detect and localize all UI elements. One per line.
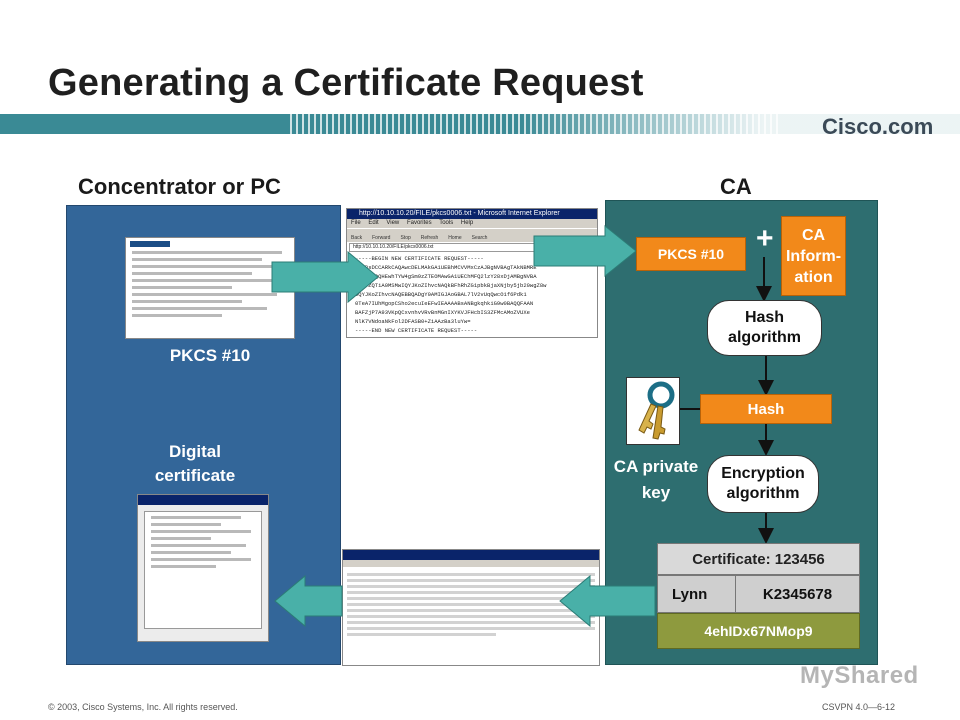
request-line: -----BEGIN NEW CERTIFICATE REQUEST-----: [355, 255, 484, 262]
request-line: DQYJKoZIhvcNAQEBBQADgY0AMIGJAoGBAL7lV2vU…: [355, 291, 527, 298]
copyright-footer: © 2003, Cisco Systems, Inc. All rights r…: [48, 702, 238, 712]
cert-text-line: [347, 585, 595, 588]
cert-line: [151, 516, 241, 519]
cert-text-line: [347, 603, 595, 606]
back-button[interactable]: Back: [351, 235, 363, 241]
certificate-signature: 4ehIDx67NMop9: [657, 613, 860, 649]
menu-favorites[interactable]: Favorites: [406, 220, 432, 226]
cert-line: [151, 558, 251, 561]
menu-tools[interactable]: Tools: [439, 220, 454, 226]
browser-menubar: File Edit View Favorites Tools Help: [347, 219, 597, 228]
search-button[interactable]: Search: [471, 235, 488, 241]
title-bar-fade: [520, 114, 960, 134]
request-line: NlK7VNdoaNkFol2DFASB0+ZiAAzBa3luYw=: [355, 318, 471, 325]
form-line: [132, 307, 267, 310]
menu-help[interactable]: Help: [460, 220, 474, 226]
digital-certificate-label: Digital certificate: [154, 442, 236, 485]
slide-title: Generating a Certificate Request: [48, 62, 644, 104]
menu-edit[interactable]: Edit: [368, 220, 379, 226]
cert-line: [151, 530, 251, 533]
digital-certificate-screenshot: [137, 494, 269, 642]
notepad-menubar: [343, 560, 599, 567]
form-line: [132, 286, 232, 289]
cert-line: [151, 544, 246, 547]
certificate-fields: Lynn K2345678: [657, 575, 860, 613]
plus-sign: +: [756, 222, 774, 255]
request-line: 0TeA7IUhMgopCSho2ecuIeEFwIEAAAABsANBgkqh…: [355, 300, 534, 307]
arrow-notepad-to-pc: [274, 574, 343, 628]
cert-text-line: [347, 627, 595, 630]
watermark: MyShared: [800, 662, 919, 689]
form-line: [132, 258, 262, 261]
certificate-key: K2345678: [762, 585, 833, 603]
course-code-footer: CSVPN 4.0—6-12: [822, 702, 896, 712]
cert-line: [151, 523, 221, 526]
key-icon: [626, 377, 680, 445]
certificate-header: Certificate: 123456: [657, 543, 860, 575]
browser-window: http://10.10.10.20/FILE/pkcs0006.txt - M…: [346, 208, 598, 338]
stop-button[interactable]: Stop: [400, 235, 411, 241]
ca-pkcs-box: PKCS #10: [636, 237, 746, 271]
arrow-cert-to-notepad: [559, 574, 656, 628]
request-line: MIIBsDCCARkCAQAwcDELMAkGA1UEBhMCVVMxCzAJ…: [355, 264, 537, 271]
home-button[interactable]: Home: [448, 235, 462, 241]
cert-text-line: [347, 579, 595, 582]
form-line: [132, 279, 282, 282]
cert-line: [151, 551, 231, 554]
hash-box: Hash: [700, 394, 832, 424]
notepad-titlebar: [343, 550, 599, 560]
request-line: wDwYDVQQHEwhTYW4gSm9zZTEOMAwGA1UEChMFQ2l…: [355, 273, 537, 280]
left-pkcs-label: PKCS #10: [169, 346, 251, 365]
cert-line: [151, 537, 211, 540]
browser-content: -----BEGIN NEW CERTIFICATE REQUEST----- …: [347, 253, 597, 335]
request-line: -----END NEW CERTIFICATE REQUEST-----: [355, 327, 478, 334]
form-header-tab: [130, 241, 170, 247]
cert-text-line: [347, 609, 595, 612]
notepad-content: [343, 567, 599, 642]
cert-text-line: [347, 597, 595, 600]
certificate-name: Lynn: [658, 576, 736, 612]
encryption-algorithm-oval: Encryption algorithm: [707, 455, 819, 513]
form-line: [132, 293, 277, 296]
ca-information-box: CA Inform- ation: [781, 216, 846, 296]
menu-file[interactable]: File: [351, 220, 361, 226]
request-line: BAFZjP7A93VKpQCxvnhvVRvBnMGnIXYKVJFHcbIS…: [355, 309, 530, 316]
arrow-form-to-browser: [271, 250, 379, 304]
refresh-button[interactable]: Refresh: [420, 235, 439, 241]
arrow-browser-to-ca: [533, 224, 637, 278]
request-line: sTBVZQTiA0MSMwIQYJKoZIhvcNAQkBFhRhZG1pbk…: [355, 282, 547, 289]
left-heading: Concentrator or PC: [78, 174, 281, 199]
form-line: [132, 251, 282, 254]
cert-line: [151, 565, 216, 568]
cert-window-body: [144, 511, 262, 629]
form-line: [132, 265, 272, 268]
cert-text-line: [347, 591, 595, 594]
cert-text-line: [347, 573, 595, 576]
cert-text-line: [347, 621, 595, 624]
cisco-logo: Cisco.com: [822, 114, 934, 139]
form-line: [132, 314, 222, 317]
form-line: [132, 272, 252, 275]
menu-view[interactable]: View: [386, 220, 400, 226]
cert-text-line: [347, 615, 595, 618]
cert-text-line: [347, 633, 496, 636]
forward-button[interactable]: Forward: [372, 235, 391, 241]
notepad-window: [342, 549, 600, 666]
cert-window-titlebar: [138, 495, 268, 505]
ca-heading: CA: [720, 174, 752, 199]
form-line: [132, 300, 242, 303]
hash-algorithm-oval: Hash algorithm: [707, 300, 822, 356]
ca-private-key-label: CA private key: [613, 457, 699, 502]
browser-titlebar: http://10.10.10.20/FILE/pkcs0006.txt - M…: [347, 209, 597, 219]
pkcs-form-screenshot: [125, 237, 295, 339]
